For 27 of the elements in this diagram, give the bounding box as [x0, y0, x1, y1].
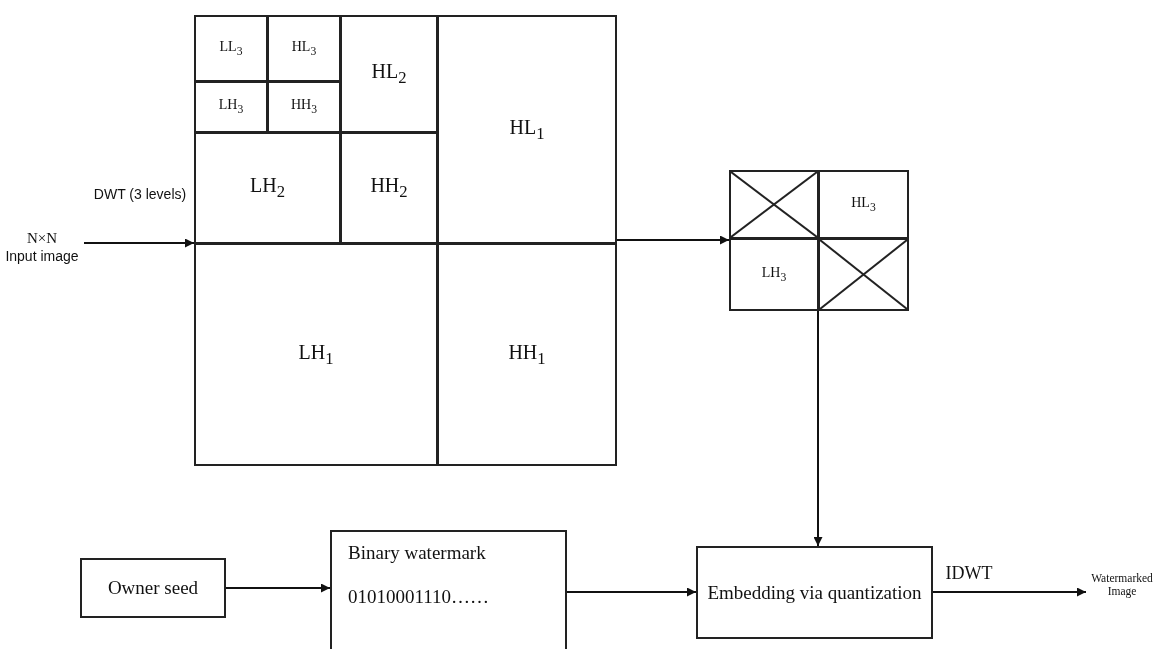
arrow — [566, 587, 697, 597]
arrow — [83, 238, 195, 248]
process-box: Embedding via quantization — [696, 546, 933, 639]
subband-cell: LH$_{2}$ — [194, 132, 341, 244]
subband-cell: HH$_{3}$ — [267, 81, 341, 133]
arrow — [813, 310, 823, 547]
subband-cell: HL$_{1}$ — [437, 15, 617, 244]
subband-cell: HL$_{3}$ — [267, 15, 341, 82]
arrow — [932, 587, 1087, 597]
crossed-out-cell — [818, 238, 909, 311]
subband-cell: HH$_{1}$ — [437, 243, 617, 466]
crossed-out-cell — [729, 170, 819, 239]
subband-cell: LH$_{1}$ — [194, 243, 438, 466]
arrow — [616, 235, 730, 245]
subband-cell: HL$_{3}$ — [818, 170, 909, 239]
selected-subband-grid — [729, 170, 909, 311]
subband-cell: HL$_{2}$ — [340, 15, 438, 133]
input-label: N×N Input image — [0, 222, 84, 272]
process-box: Owner seed — [80, 558, 226, 618]
decomposition-grid — [194, 15, 617, 466]
subband-cell: HH$_{2}$ — [340, 132, 438, 244]
output-label: Watermarked Image — [1088, 565, 1156, 605]
subband-cell: LH$_{3}$ — [729, 238, 819, 311]
arrow — [225, 583, 331, 593]
process-box: Binary watermark 01010001110…… — [330, 530, 567, 649]
subband-cell: LL$_{3}$ — [194, 15, 268, 82]
subband-cell: LH$_{3}$ — [194, 81, 268, 133]
